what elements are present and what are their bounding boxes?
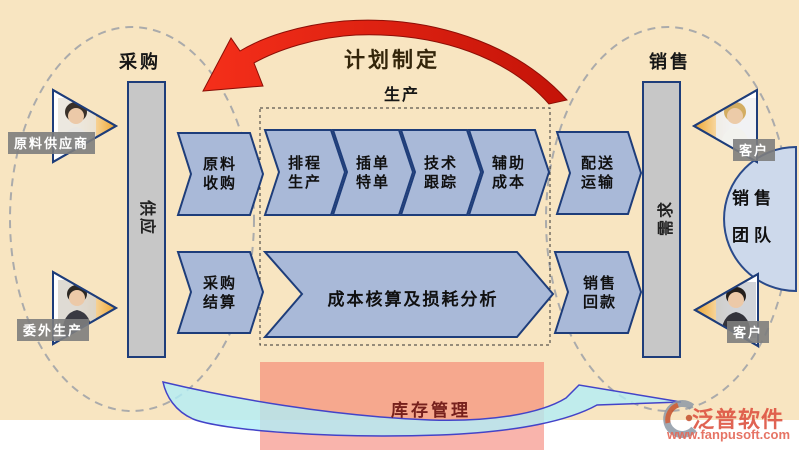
sales-team-line2: 团队 <box>732 226 776 246</box>
sales-team-line1: 销售 <box>732 189 776 208</box>
step-tech-track-label: 技术跟踪 <box>405 154 477 192</box>
delivery-label: 配送运输 <box>562 154 634 192</box>
supplier-tag: 原料供应商 <box>8 132 96 154</box>
step-scheduling-label: 排程生产 <box>269 154 341 192</box>
sales-team-label: 销售团队 <box>718 180 790 255</box>
customer-top-triangle-border <box>691 88 758 164</box>
step-aux-cost-label: 辅助成本 <box>473 154 545 192</box>
step-rush-order-arrow <box>331 129 415 216</box>
delivery-line1: 配送 <box>580 155 615 172</box>
inventory-swoosh-arrow <box>162 380 682 437</box>
step-rush-order-label: 插单特单 <box>337 154 409 192</box>
step-aux-cost-arrow <box>467 129 551 216</box>
delivery-arrow <box>555 131 643 215</box>
demand-bar-label: 需求 <box>658 199 676 237</box>
step3-line1: 技术 <box>423 155 458 172</box>
step2-line1: 插单 <box>355 155 390 172</box>
raw-purchase-line2: 收购 <box>202 175 237 193</box>
production-label: 生产 <box>384 87 421 104</box>
purchase-settlement-arrow <box>176 251 265 334</box>
cost-analysis-arrow <box>262 251 555 338</box>
raw-purchase-line1: 原料 <box>202 156 237 173</box>
sales-collection-arrow <box>553 251 643 334</box>
plan-arrow-icon <box>202 19 568 105</box>
step4-line2: 成本 <box>491 174 526 192</box>
cost-analysis-label: 成本核算及损耗分析 <box>327 290 499 309</box>
customer-bottom-tag: 客户 <box>727 321 770 343</box>
demand-bar <box>642 81 681 358</box>
step-scheduling-arrow <box>263 129 347 216</box>
purchase-settlement-label: 采购结算 <box>184 274 256 312</box>
delivery-line2: 运输 <box>580 174 615 192</box>
purchase-settlement-line1: 采购 <box>202 275 237 292</box>
sales-collection-line1: 销售 <box>582 275 617 292</box>
raw-purchase-label: 原料收购 <box>184 155 256 193</box>
fanpu-website-text[interactable]: www.fanpusoft.com <box>667 427 791 442</box>
fanpu-brand-text[interactable]: 泛普软件 <box>692 407 785 432</box>
sales-collection-line2: 回款 <box>582 294 617 312</box>
procurement-scope-ellipse <box>9 26 255 412</box>
supply-bar <box>127 81 166 358</box>
supply-bar-label: 供应 <box>138 199 156 237</box>
step1-line1: 排程 <box>287 155 322 172</box>
step1-line2: 生产 <box>287 174 322 192</box>
raw-purchase-arrow <box>176 132 265 216</box>
production-boundary <box>259 107 551 346</box>
step2-line2: 特单 <box>355 174 390 192</box>
fanpu-logo-icon[interactable] <box>663 400 697 438</box>
sales-collection-label: 销售回款 <box>564 274 636 312</box>
customer-top-tag: 客户 <box>733 139 776 161</box>
purchase-settlement-line2: 结算 <box>202 294 237 312</box>
sales-label: 销售 <box>649 52 691 72</box>
outsourced-tag: 委外生产 <box>17 319 90 341</box>
plan-title: 计划制定 <box>344 49 440 72</box>
step3-line2: 跟踪 <box>423 174 458 192</box>
procurement-label: 采购 <box>119 52 161 72</box>
inventory-label: 库存管理 <box>391 401 471 420</box>
customer-bottom-triangle-border <box>692 272 759 348</box>
step4-line1: 辅助 <box>491 155 526 172</box>
step-tech-track-arrow <box>399 129 483 216</box>
